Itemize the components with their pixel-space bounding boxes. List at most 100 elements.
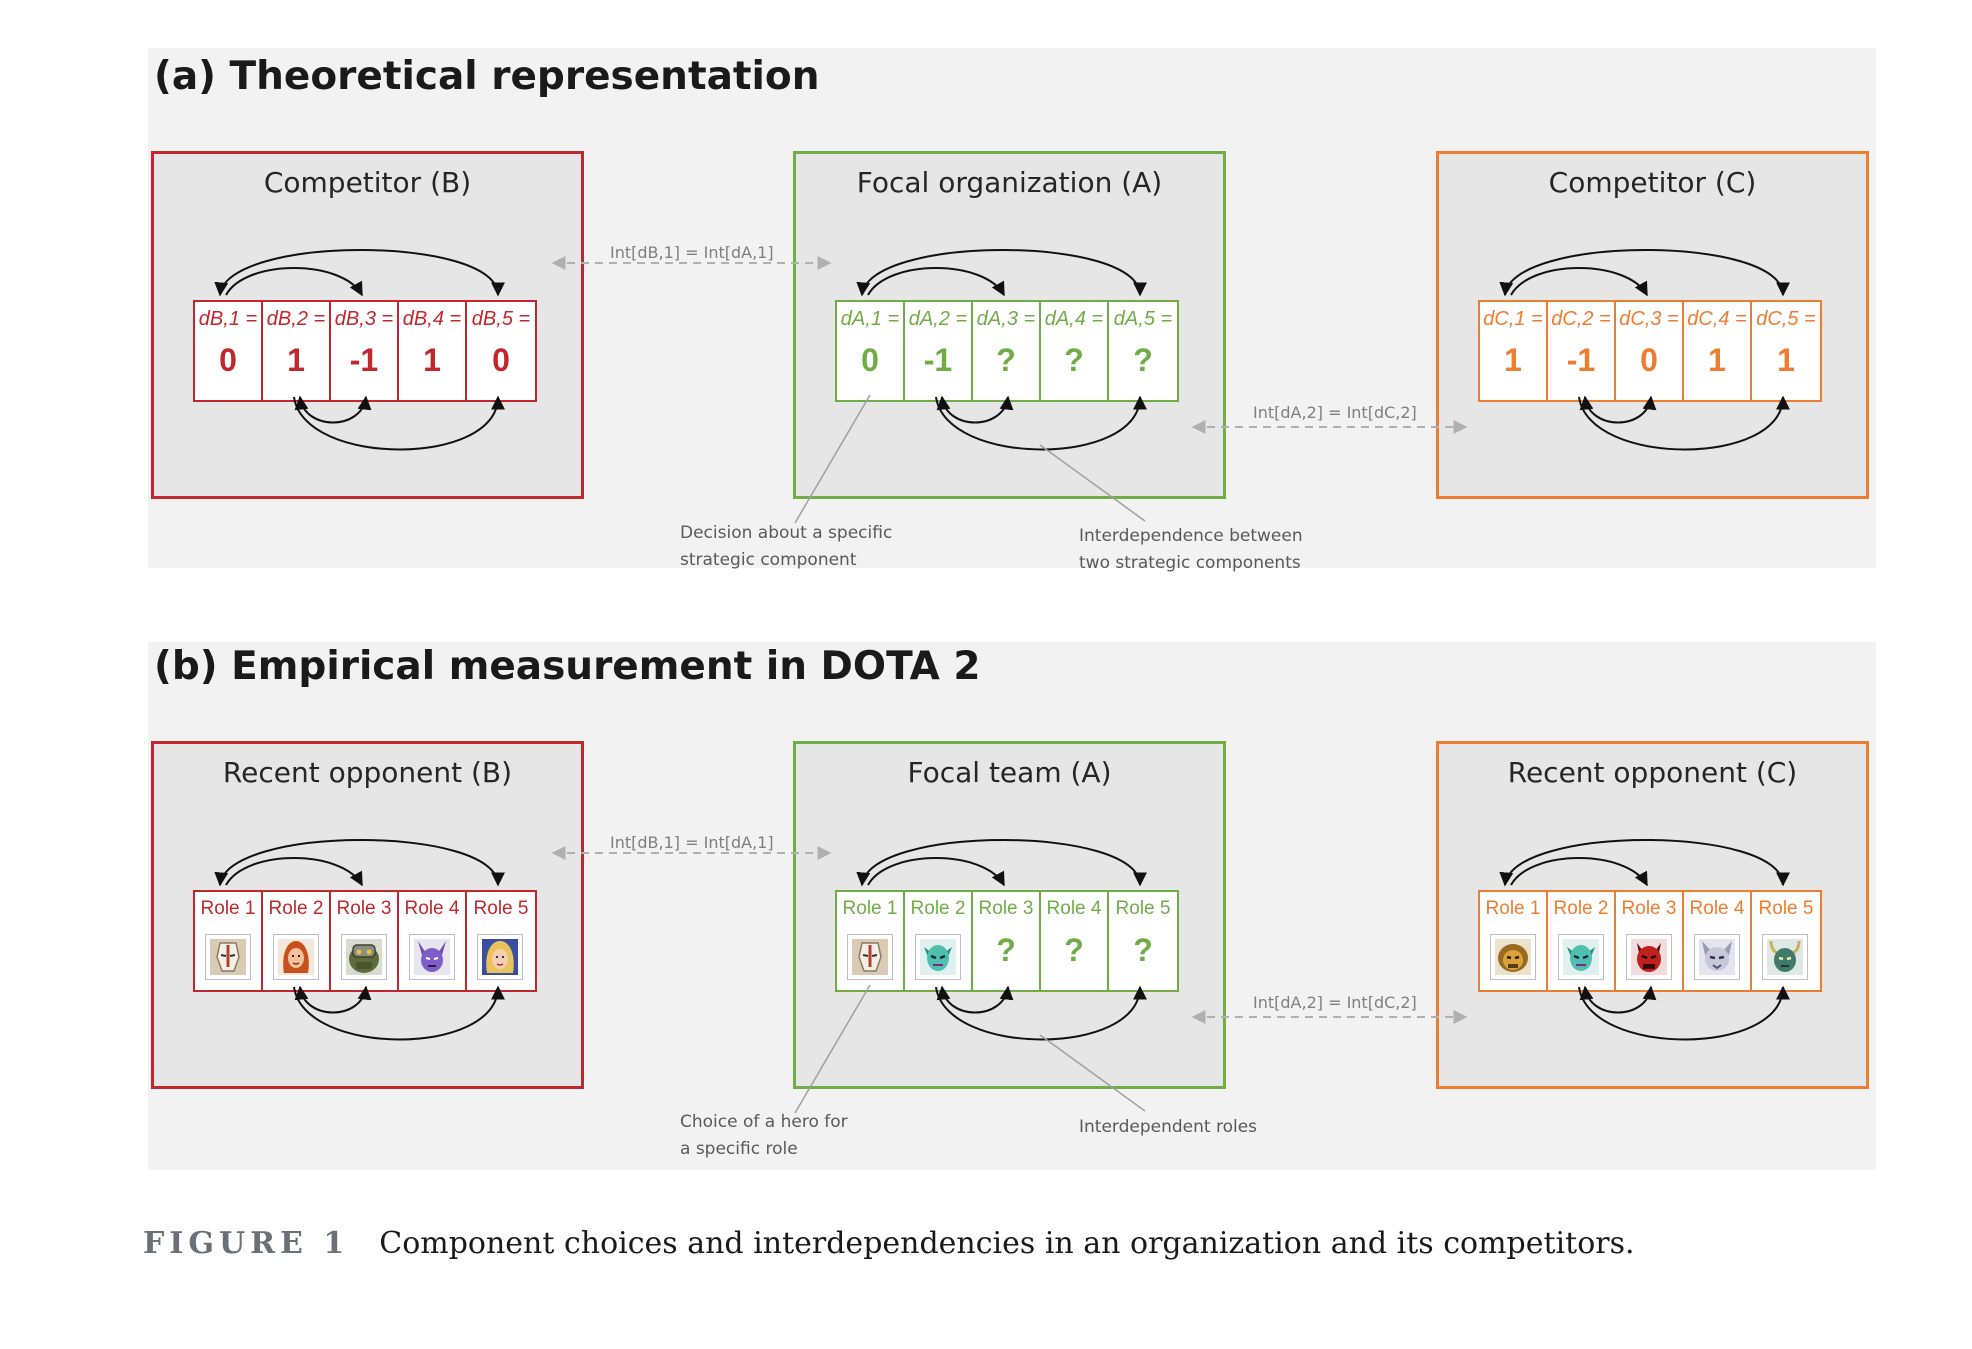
decision-value: 1	[1504, 342, 1522, 378]
decision-cells: dB,1 = 0 dB,2 = 1 dB,3 = -1 dB,4 = 1 dB,5 = 0	[193, 300, 537, 402]
role-cell: Role 1	[1480, 892, 1548, 990]
white-masked-hero-icon	[847, 934, 893, 980]
decision-cell: dB,2 = 1	[263, 302, 331, 400]
decision-value: 0	[1640, 342, 1658, 378]
role-cells: Role 1 Role 2 Role 3 Role 4 Role 5	[1478, 890, 1822, 992]
interdependence-equality-ba: Int[dB,1] = Int[dA,1]	[610, 243, 774, 262]
decision-value: ?	[996, 342, 1016, 378]
role-label: Role 2	[1553, 898, 1609, 919]
recent-opponent-b-title: Recent opponent (B)	[222, 756, 513, 789]
decision-label: dC,5 =	[1756, 308, 1816, 330]
decision-cell: dA,3 =?	[973, 302, 1041, 400]
role-unknown: ?	[1133, 932, 1153, 968]
decision-cell: dA,4 =?	[1041, 302, 1109, 400]
blonde-hero-icon	[477, 934, 523, 980]
white-masked-hero-icon	[205, 934, 251, 980]
decision-label: dB,5 =	[471, 308, 531, 330]
decision-label: dA,1 =	[840, 308, 900, 330]
decision-label: dC,3 =	[1619, 308, 1679, 330]
decision-value: 1	[423, 342, 441, 378]
teal-hero-icon	[915, 934, 961, 980]
role-label: Role 3	[978, 898, 1034, 919]
role-cell: Role 4	[399, 892, 467, 990]
role-cell: Role 1	[195, 892, 263, 990]
annotation-interdependence: Interdependence between two strategic co…	[1079, 526, 1303, 573]
decision-value: 0	[492, 342, 510, 378]
role-cell: Role 3?	[973, 892, 1041, 990]
role-cell: Role 4?	[1041, 892, 1109, 990]
decision-label: dA,4 =	[1044, 308, 1104, 330]
role-unknown: ?	[996, 932, 1016, 968]
decision-value: -1	[1566, 342, 1596, 378]
annotation-interdependent-roles: Interdependent roles	[1079, 1117, 1258, 1137]
decision-cells: dC,1 = 1 dC,2 = -1 dC,3 = 0 dC,4 = 1 dC,5 = 1	[1478, 300, 1822, 402]
decision-value: 1	[1708, 342, 1726, 378]
annotation-decision: Decision about a specific strategic comp…	[680, 523, 893, 570]
role-cell: Role 2	[263, 892, 331, 990]
decision-cell: dB,1 = 0	[195, 302, 263, 400]
competitor-c-box: Competitor (C) dC,1 =1 dC,2 =-1 dC,3 =0 …	[1436, 151, 1869, 499]
decision-cell: dB,4 = 1	[399, 302, 467, 400]
decision-cell: dA,1 = 0	[837, 302, 905, 400]
interdependence-equality-ba: Int[dB,1] = Int[dA,1]	[610, 833, 774, 852]
decision-value: ?	[1064, 342, 1084, 378]
golden-beast-hero-icon	[1490, 934, 1536, 980]
decision-value: ?	[1133, 342, 1153, 378]
role-cell: Role 3	[1616, 892, 1684, 990]
panel-b-title: (b) Empirical measurement in DOTA 2	[154, 644, 981, 689]
role-cell: Role 5	[1752, 892, 1820, 990]
role-label: Role 1	[1485, 898, 1541, 919]
decision-value: 1	[287, 342, 305, 378]
decision-label: dC,4 =	[1687, 308, 1747, 330]
recent-opponent-c-title: Recent opponent (C)	[1507, 756, 1798, 789]
role-label: Role 1	[200, 898, 256, 919]
decision-cell: dC,1 = 1	[1480, 302, 1548, 400]
decision-label: dB,1 =	[198, 308, 258, 330]
decision-cell: dB,5 = 0	[467, 302, 535, 400]
role-cells: Role 1 Role 2 Role 3 Role 4 Role 5	[193, 890, 537, 992]
decision-value: -1	[349, 342, 379, 378]
decision-cell: dA,2 = -1	[905, 302, 973, 400]
decision-label: dA,5 =	[1113, 308, 1173, 330]
decision-value: -1	[923, 342, 953, 378]
role-label: Role 2	[268, 898, 324, 919]
role-label: Role 3	[1621, 898, 1677, 919]
interdependence-equality-ac: Int[dA,2] = Int[dC,2]	[1253, 403, 1417, 422]
role-cell: Role 2	[905, 892, 973, 990]
decision-label: dB,4 =	[402, 308, 462, 330]
decision-value: 0	[219, 342, 237, 378]
role-cells: Role 1 Role 2 Role 3? Role 4? Role 5?	[835, 890, 1179, 992]
role-label: Role 5	[1115, 898, 1171, 919]
role-label: Role 1	[842, 898, 898, 919]
role-label: Role 4	[1046, 898, 1102, 919]
role-cell: Role 2	[1548, 892, 1616, 990]
decision-label: dB,3 =	[334, 308, 394, 330]
decision-label: dC,1 =	[1483, 308, 1543, 330]
role-cell: Role 3	[331, 892, 399, 990]
competitor-b-title: Competitor (B)	[263, 166, 472, 199]
panel-a-title: (a) Theoretical representation	[154, 54, 820, 99]
competitor-b-box: Competitor (B) dB,1 = 0 dB,2 = 1 dB,3 = -1 …	[151, 151, 584, 499]
decision-label: dA,3 =	[976, 308, 1036, 330]
grey-wolf-hero-icon	[1694, 934, 1740, 980]
decision-cell: dB,3 = -1	[331, 302, 399, 400]
decision-cell: dC,2 = -1	[1548, 302, 1616, 400]
decision-cells: dA,1 = 0 dA,2 = -1 dA,3 =? dA,4 =? dA,5 =?	[835, 300, 1179, 402]
recent-opponent-c-box: Recent opponent (C) Role 1 Role 2 Role 3…	[1436, 741, 1869, 1089]
red-demon-hero-icon	[1626, 934, 1672, 980]
decision-value: 1	[1777, 342, 1795, 378]
role-label: Role 2	[910, 898, 966, 919]
decision-cell: dC,3 = 0	[1616, 302, 1684, 400]
figure-caption-text: Component choices and interdependencies …	[379, 1226, 1635, 1261]
focal-organization-box: Focal organization (A) dA,1 = 0 dA,2 = -1 …	[793, 151, 1226, 499]
decision-cell: dA,5 =?	[1109, 302, 1177, 400]
decision-value: 0	[861, 342, 879, 378]
focal-organization-title: Focal organization (A)	[856, 166, 1163, 199]
focal-team-title: Focal team (A)	[907, 756, 1112, 789]
focal-team-box: Focal team (A) Role 1 Role 2 Role 3? Rol…	[793, 741, 1226, 1089]
decision-label: dC,2 =	[1551, 308, 1611, 330]
armored-green-hero-icon	[341, 934, 387, 980]
decision-label: dB,2 =	[266, 308, 326, 330]
role-cell: Role 1	[837, 892, 905, 990]
decision-label: dA,2 =	[908, 308, 968, 330]
